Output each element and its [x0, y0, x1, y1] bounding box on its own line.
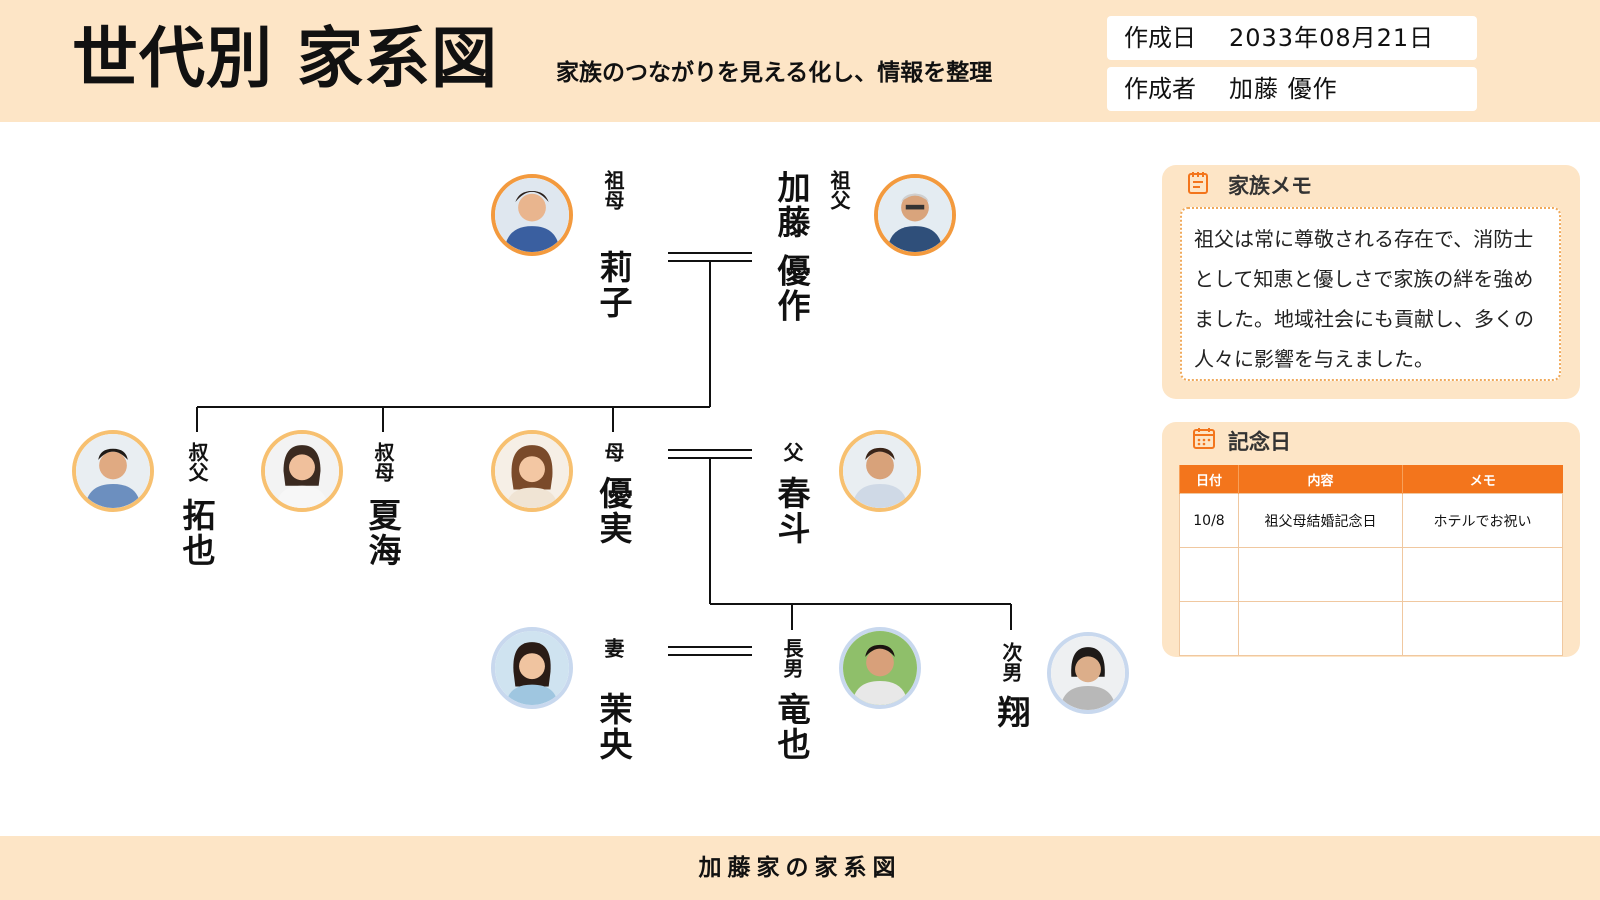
header: 世代別 家系図 家族のつながりを見える化し、情報を整理 作成日 2033年08月…: [0, 0, 1600, 122]
created-date-value: 2033年08月21日: [1229, 24, 1435, 52]
author-box: 作成者 加藤 優作: [1107, 67, 1477, 111]
father-avatar: [839, 430, 921, 512]
grandfather-avatar: [874, 174, 956, 256]
created-date-box: 作成日 2033年08月21日: [1107, 16, 1477, 60]
table-cell-memo: ホテルでお祝い: [1402, 493, 1563, 548]
column-header-content: 内容: [1238, 465, 1403, 494]
aunt-avatar: [261, 430, 343, 512]
table-cell-date: [1179, 547, 1239, 602]
grandmother-relation: 祖母: [601, 170, 625, 210]
family-memo-title: 家族メモ: [1228, 174, 1312, 198]
created-date-label: 作成日: [1124, 24, 1196, 52]
uncle-avatar: [72, 430, 154, 512]
notepad-icon: [1188, 172, 1208, 194]
anniversary-header-row: 日付 内容 メモ: [1179, 465, 1563, 494]
author-label: 作成者: [1124, 75, 1196, 103]
grandfather-name: 加藤 優作: [772, 170, 811, 324]
table-row: 10/8 祖父母結婚記念日 ホテルでお祝い: [1179, 493, 1563, 548]
footer-caption: 加藤家の家系図: [0, 836, 1600, 900]
family-memo-text: 祖父は常に尊敬される存在で、消防士として知恵と優しさで家族の絆を強めました。地域…: [1180, 207, 1561, 381]
mother-relation: 母: [601, 442, 625, 462]
eldest-son-avatar: [839, 627, 921, 709]
uncle-relation: 叔父: [185, 442, 209, 482]
family-memo-panel: 家族メモ 祖父は常に尊敬される存在で、消防士として知恵と優しさで家族の絆を強めま…: [1162, 165, 1580, 399]
table-cell-date: 10/8: [1179, 493, 1239, 548]
aunt-relation: 叔母: [371, 442, 395, 482]
table-cell-memo: [1402, 601, 1563, 656]
uncle-name: 拓也: [177, 498, 216, 568]
column-header-memo: メモ: [1402, 465, 1563, 494]
mother-avatar: [491, 430, 573, 512]
eldest-son-relation: 長男: [780, 638, 804, 678]
grandmother-avatar: [491, 174, 573, 256]
aunt-name: 夏海: [363, 498, 402, 568]
table-row: [1179, 601, 1563, 656]
author-value: 加藤 優作: [1229, 75, 1338, 103]
calendar-icon: [1193, 428, 1215, 449]
table-cell-content: [1238, 547, 1403, 602]
page-subtitle: 家族のつながりを見える化し、情報を整理: [556, 60, 993, 86]
column-header-date: 日付: [1179, 465, 1239, 494]
father-name: 春斗: [772, 476, 811, 546]
table-cell-memo: [1402, 547, 1563, 602]
eldest-son-name: 竜也: [772, 692, 811, 762]
mother-name: 優実: [594, 476, 633, 546]
grandmother-name: 莉子: [594, 250, 633, 320]
anniversary-table: 日付 内容 メモ 10/8 祖父母結婚記念日 ホテルでお祝い: [1179, 465, 1563, 656]
page-title: 世代別 家系図: [72, 20, 498, 97]
table-cell-content: [1238, 601, 1403, 656]
table-cell-date: [1179, 601, 1239, 656]
second-son-name: 翔: [992, 695, 1031, 730]
table-row: [1179, 547, 1563, 602]
second-son-avatar: [1047, 632, 1129, 714]
anniversary-title: 記念日: [1228, 430, 1291, 454]
grandfather-relation: 祖父: [827, 170, 851, 210]
table-cell-content: 祖父母結婚記念日: [1238, 493, 1403, 548]
anniversary-panel: 記念日 日付 内容 メモ 10/8 祖父母結婚記念日 ホテルでお祝い: [1162, 422, 1580, 657]
wife-relation: 妻: [601, 638, 625, 658]
father-relation: 父: [780, 442, 804, 462]
wife-name: 茉央: [594, 692, 633, 762]
second-son-relation: 次男: [999, 642, 1023, 682]
wife-avatar: [491, 627, 573, 709]
